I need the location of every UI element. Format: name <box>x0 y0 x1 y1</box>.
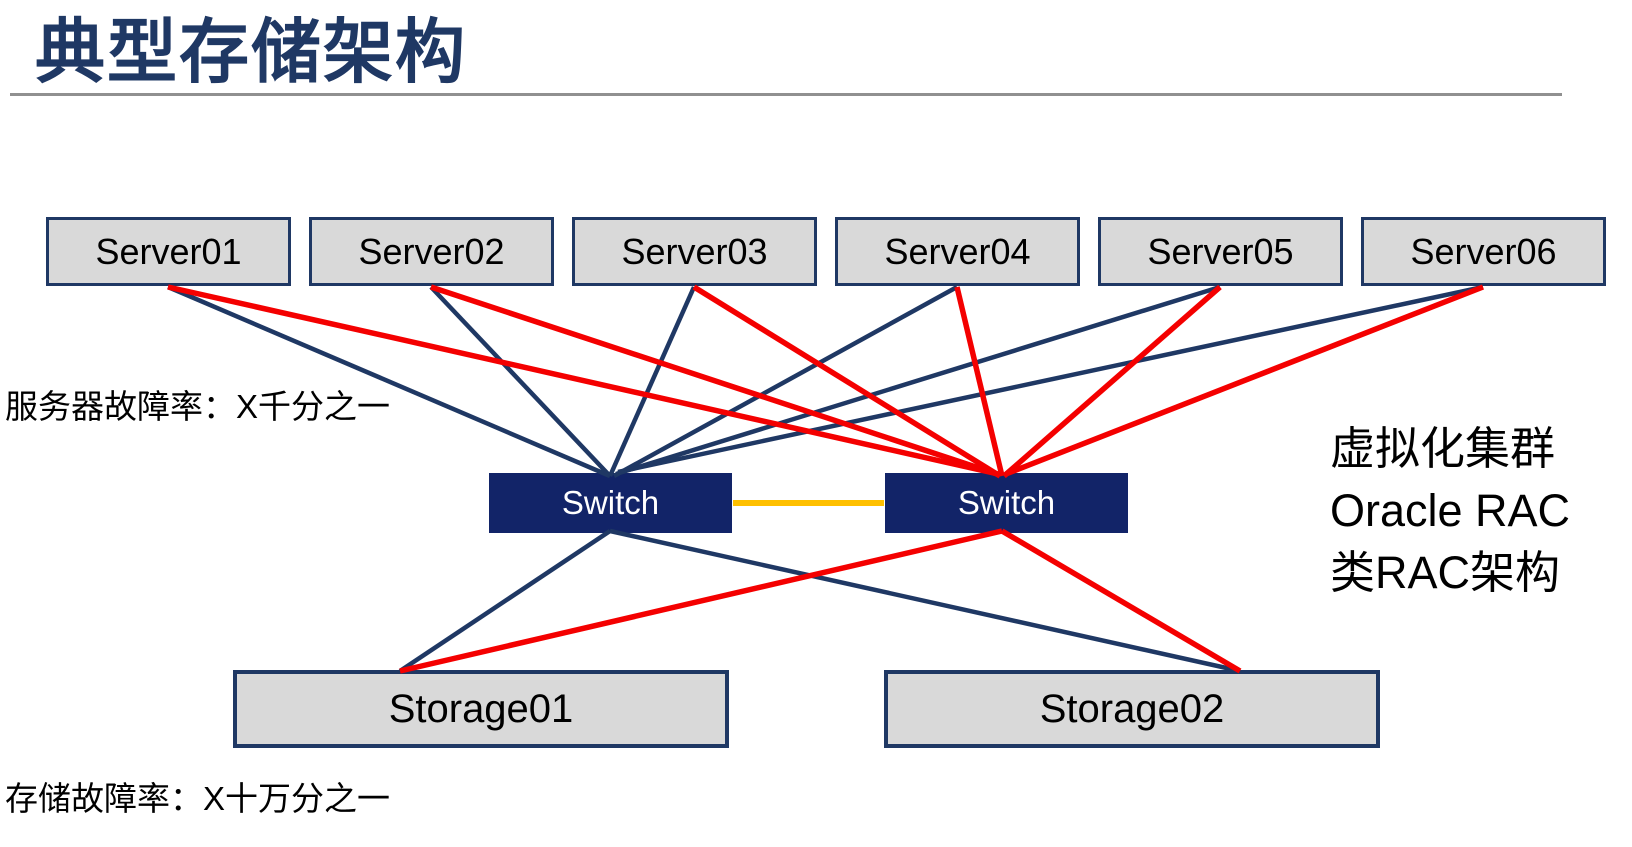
server04-node: Server04 <box>835 217 1080 286</box>
link-server02-switch2 <box>430 284 1001 478</box>
title-divider <box>10 93 1562 96</box>
link-server04-switch1 <box>612 285 959 478</box>
storage02-node: Storage02 <box>884 670 1380 748</box>
cluster-note-line-3: 类RAC架构 <box>1330 547 1561 598</box>
server02-node: Server02 <box>309 217 554 286</box>
storage-fault-rate-note: 存储故障率：X十万分之一 <box>5 780 391 817</box>
server06-node: Server06 <box>1361 217 1606 286</box>
storage01-label: Storage01 <box>388 686 574 731</box>
server-fault-rate-note: 服务器故障率：X千分之一 <box>5 388 391 425</box>
switch2-label: Switch <box>957 484 1056 521</box>
switch2-node: Switch <box>885 473 1128 533</box>
link-server02-switch1 <box>429 285 612 478</box>
server05-label: Server05 <box>1147 230 1294 272</box>
storage02-label: Storage02 <box>1039 686 1225 731</box>
storage01-node: Storage01 <box>233 670 729 748</box>
link-switch1-storage02 <box>609 528 1241 674</box>
switch1-node: Switch <box>489 473 732 533</box>
link-switch2-storage01 <box>399 528 1003 674</box>
server05-node: Server05 <box>1098 217 1343 286</box>
server02-label: Server02 <box>358 230 505 272</box>
link-server03-switch2 <box>692 284 1002 479</box>
server03-label: Server03 <box>621 230 768 272</box>
cluster-note-line-1: 虚拟化集群 <box>1330 423 1556 474</box>
server03-node: Server03 <box>572 217 817 286</box>
server01-label: Server01 <box>95 230 242 272</box>
server04-label: Server04 <box>884 230 1031 272</box>
cluster-note-line-2: Oracle RAC <box>1330 485 1571 536</box>
link-switch2-storage02 <box>1000 528 1242 674</box>
server01-node: Server01 <box>46 217 291 286</box>
link-server05-switch2 <box>1002 284 1222 479</box>
page-title: 典型存储架构 <box>35 13 467 91</box>
cluster-type-note: 虚拟化集群 Oracle RAC 类RAC架构 <box>1330 418 1570 604</box>
link-server03-switch1 <box>607 286 697 477</box>
link-server04-switch2 <box>954 286 1005 477</box>
link-server05-switch1 <box>615 284 1221 477</box>
server06-label: Server06 <box>1410 230 1557 272</box>
link-switch1-storage01 <box>398 529 612 673</box>
switch1-label: Switch <box>561 484 660 521</box>
